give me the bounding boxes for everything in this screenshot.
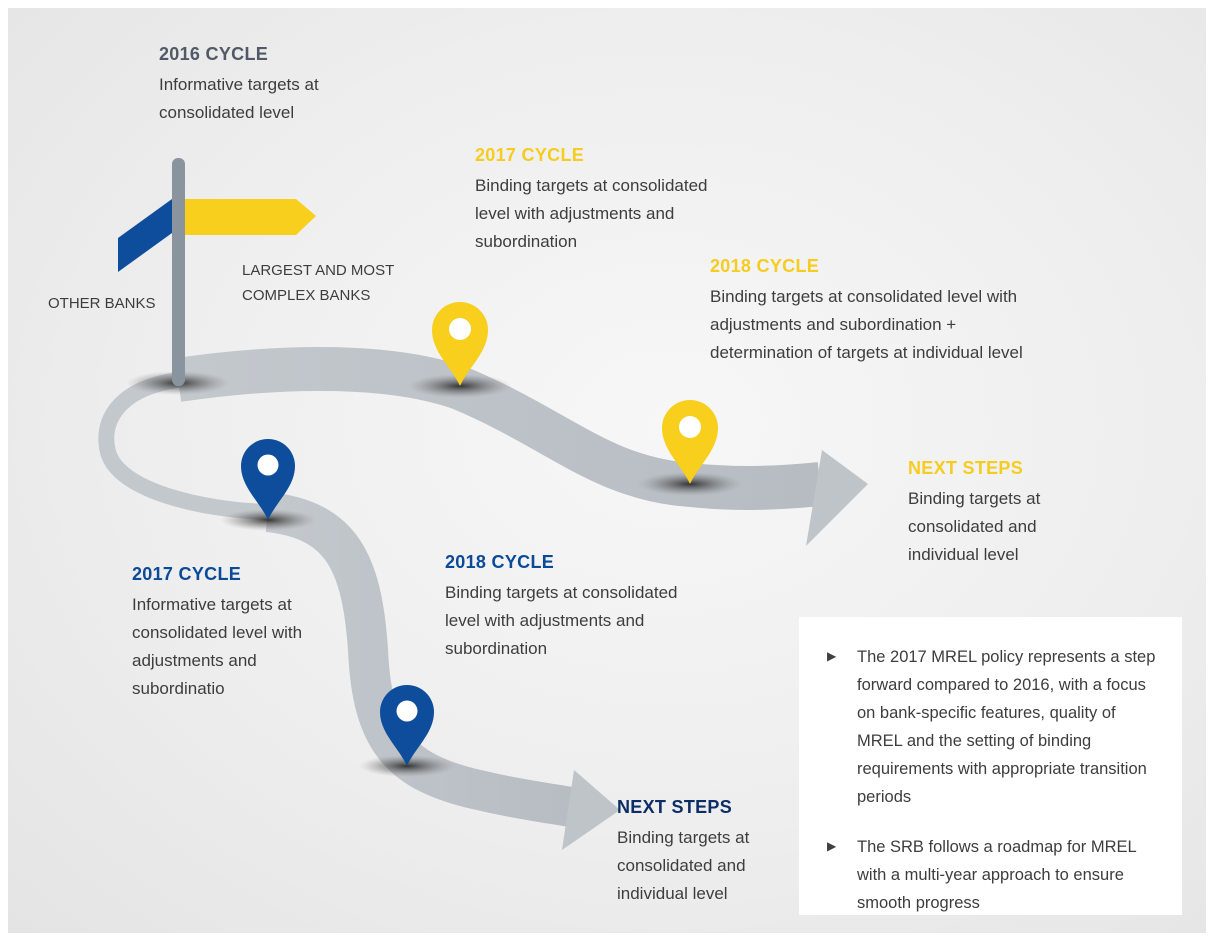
cycle-description: Informative targets at consolidated leve… [132, 595, 303, 698]
yellow-cycle-2018-block: 2018 CYCLE Binding targets at consolidat… [710, 256, 1040, 367]
signpost-left-label: OTHER BANKS [48, 295, 156, 312]
map-pin-icon [380, 685, 434, 766]
yellow-road-arrowhead [806, 450, 868, 546]
signpost-yellow-sign [185, 199, 316, 235]
cycle-title: 2017 CYCLE [475, 145, 585, 165]
cycle-title: 2016 CYCLE [159, 44, 269, 64]
signpost [118, 158, 316, 386]
note-text: The 2017 MREL policy represents a step f… [857, 648, 1156, 806]
map-pin-icon [662, 400, 718, 484]
blue-cycle-2017-block: 2017 CYCLE Informative targets at consol… [132, 564, 332, 703]
map-pin-icon [241, 439, 295, 520]
cycle-description: Binding targets at consolidated level wi… [710, 287, 1023, 362]
road-paths [98, 347, 868, 850]
cycle-title: NEXT STEPS [617, 797, 733, 817]
triangle-bullet-icon: ▶ [827, 839, 837, 853]
signpost-pole [172, 158, 185, 386]
cycle-title: 2017 CYCLE [132, 564, 242, 584]
cycle-description: Binding targets at consolidated level wi… [475, 176, 708, 251]
triangle-bullet-icon: ▶ [827, 649, 837, 663]
cycle-2016-block: 2016 CYCLE Informative targets at consol… [159, 44, 359, 127]
signpost-blue-sign [118, 199, 172, 272]
notes-box: ▶ The 2017 MREL policy represents a step… [799, 617, 1182, 915]
note-item: ▶ The SRB follows a roadmap for MREL wit… [827, 833, 1158, 917]
cycle-title: 2018 CYCLE [445, 552, 555, 572]
cycle-description: Binding targets at consolidated and indi… [617, 828, 750, 903]
yellow-next-steps-block: NEXT STEPS Binding targets at consolidat… [908, 458, 1068, 569]
map-pin-icon [432, 302, 488, 386]
blue-road-arrowhead [562, 770, 620, 850]
shared-road-loop [98, 372, 276, 520]
yellow-cycle-2017-block: 2017 CYCLE Binding targets at consolidat… [475, 145, 725, 256]
cycle-title: NEXT STEPS [908, 458, 1024, 478]
blue-road [265, 492, 594, 830]
blue-cycle-2018-block: 2018 CYCLE Binding targets at consolidat… [445, 552, 695, 663]
note-text: The SRB follows a roadmap for MREL with … [857, 838, 1137, 912]
yellow-road [174, 347, 823, 510]
signpost-right-label: LARGEST AND MOST COMPLEX BANKS [242, 262, 394, 304]
cycle-description: Binding targets at consolidated and indi… [908, 489, 1041, 564]
cycle-description: Binding targets at consolidated level wi… [445, 583, 678, 658]
note-item: ▶ The 2017 MREL policy represents a step… [827, 643, 1158, 811]
cycle-title: 2018 CYCLE [710, 256, 820, 276]
blue-next-steps-block: NEXT STEPS Binding targets at consolidat… [617, 797, 777, 908]
cycle-description: Informative targets at consolidated leve… [159, 75, 319, 122]
